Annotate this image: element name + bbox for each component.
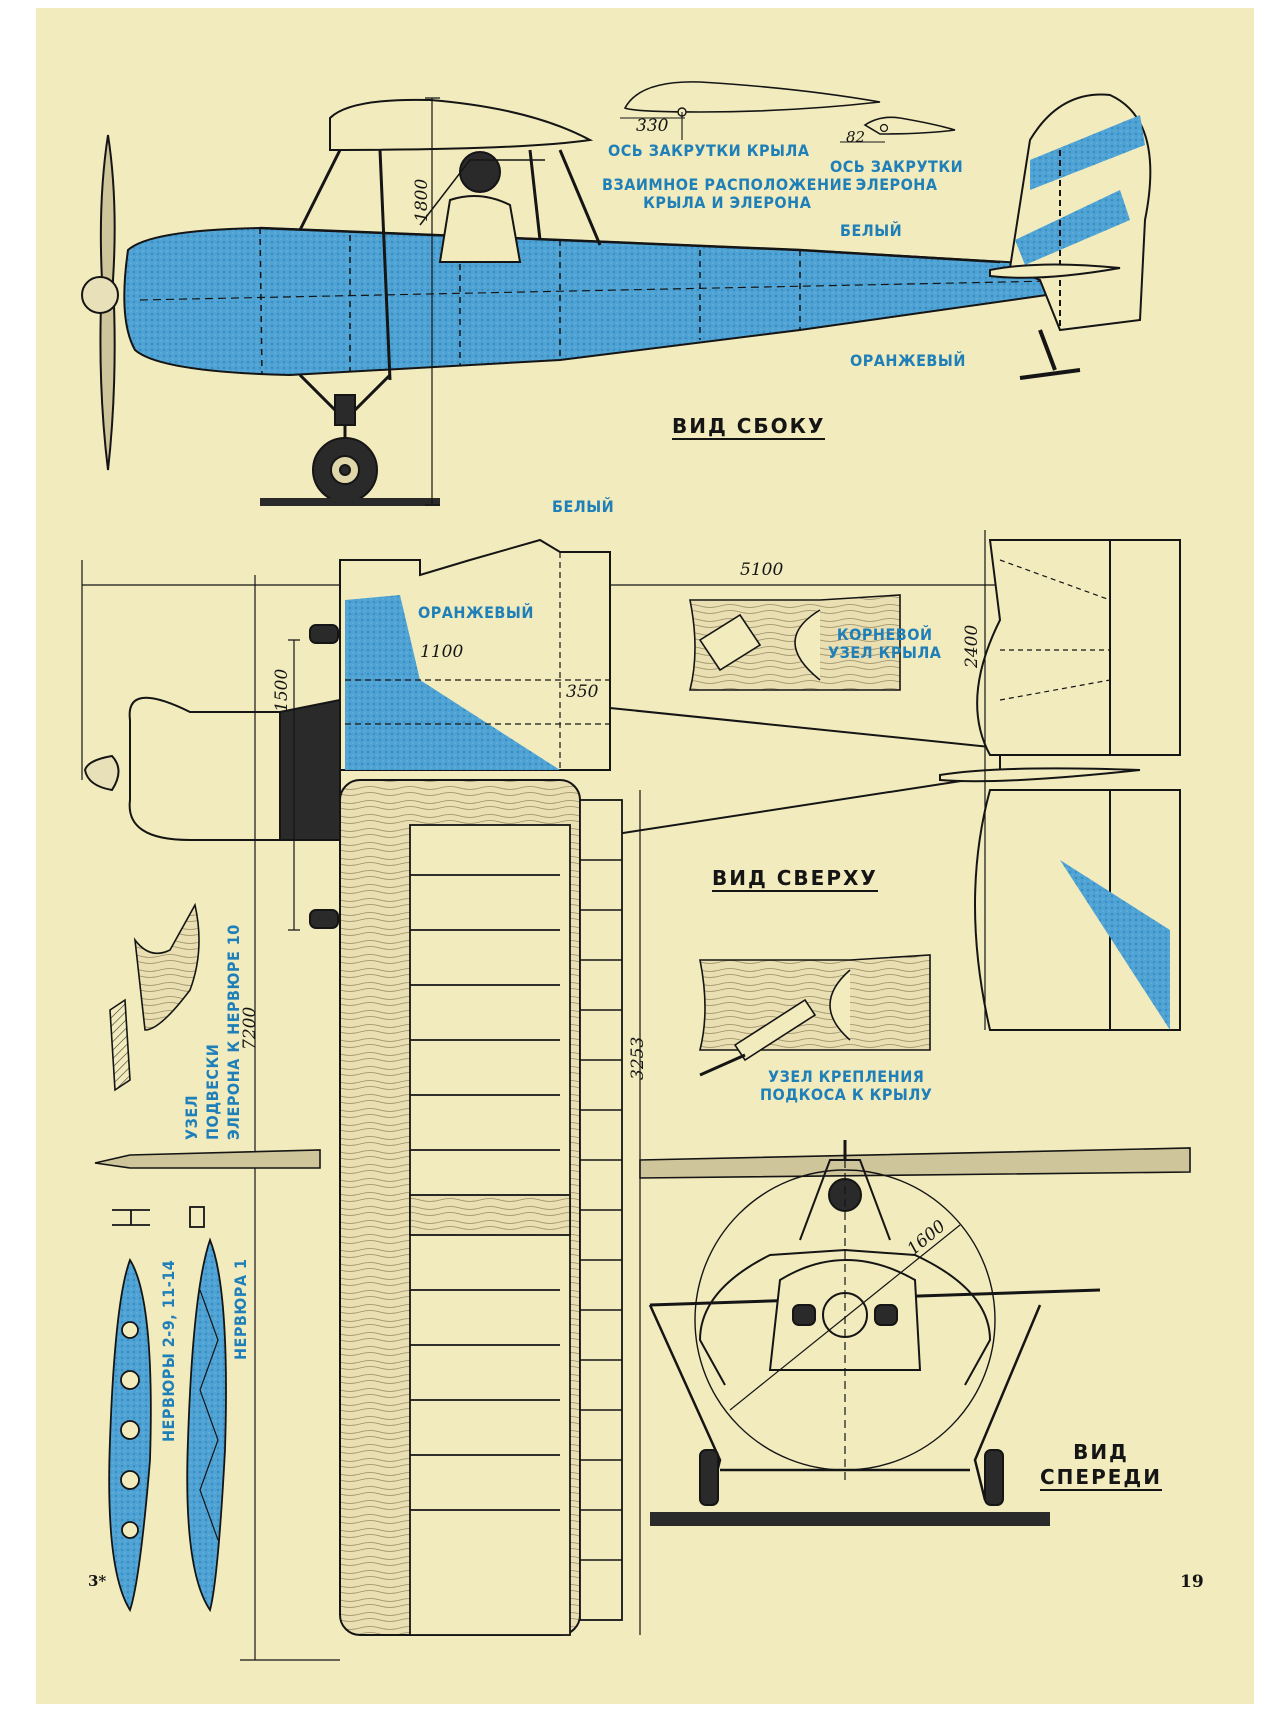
view-title-side: ВИД СБОКУ <box>672 414 826 440</box>
root-node-detail <box>688 594 901 691</box>
label-aileron-hinge: УЗЕЛ ПОДВЕСКИ ЭЛЕРОНА К НЕРВЮРЕ 10 <box>182 924 244 1140</box>
dim-1500: 1500 <box>272 668 292 712</box>
view-title-front: ВИД СПЕРЕДИ <box>1040 1440 1162 1491</box>
dim-1100: 1100 <box>420 642 464 662</box>
wing-airfoil <box>623 81 881 113</box>
page-left-marker: 3* <box>88 1572 107 1590</box>
pilot-head <box>459 151 501 193</box>
propeller-top <box>83 754 120 792</box>
label-white-side: БЕЛЫЙ <box>840 221 903 240</box>
dim-82: 82 <box>846 128 866 146</box>
pilot-body <box>438 195 522 263</box>
label-aileron-twist-axis-line1: ОСЬ ЗАКРУТКИ <box>830 157 964 176</box>
dim-3253: 3253 <box>628 1036 648 1080</box>
label-strut-mount-line2: ПОДКОСА К КРЫЛУ <box>760 1085 933 1105</box>
label-aileron-hinge-line3: ЭЛЕРОНА К НЕРВЮРЕ 10 <box>223 924 243 1140</box>
label-white-top: БЕЛЫЙ <box>552 497 615 516</box>
elevator-top <box>974 789 1111 1031</box>
view-title-front-line1: ВИД <box>1073 1440 1129 1464</box>
page-number: 19 <box>1180 1572 1204 1592</box>
dim-1800: 1800 <box>412 178 432 222</box>
label-mutual-position-line1: ВЗАИМНОЕ РАСПОЛОЖЕНИЕ <box>602 175 853 194</box>
label-rib-1: НЕРВЮРА 1 <box>231 1258 250 1360</box>
dim-5100: 5100 <box>740 560 784 580</box>
label-strut-mount: УЗЕЛ КРЕПЛЕНИЯ ПОДКОСА К КРЫЛУ <box>760 1067 933 1105</box>
view-title-top: ВИД СВЕРХУ <box>712 866 878 892</box>
dim-350: 350 <box>566 682 599 702</box>
label-orange-side: ОРАНЖЕВЫЙ <box>850 351 966 370</box>
label-strut-mount-line1: УЗЕЛ КРЕПЛЕНИЯ <box>768 1067 925 1086</box>
label-aileron-hinge-line1: УЗЕЛ <box>182 1094 201 1140</box>
strut-mount-detail <box>698 954 931 1077</box>
label-ribs-2-14: НЕРВЮРЫ 2-9, 11-14 <box>159 1259 178 1442</box>
label-aileron-twist-axis-line2: ЭЛЕРОНА <box>855 175 938 195</box>
rib-1 <box>186 1237 227 1613</box>
rib-sections <box>108 1206 227 1613</box>
label-mutual-position-line2: КРЫЛА И ЭЛЕРОНА <box>643 193 812 213</box>
label-aileron-twist-axis: ОСЬ ЗАКРУТКИ ЭЛЕРОНА <box>830 157 964 195</box>
label-root-node-line2: УЗЕЛ КРЫЛА <box>828 643 942 663</box>
aileron-hinge-detail <box>109 902 200 1092</box>
spinner-side <box>81 276 119 314</box>
label-aileron-hinge-line2: ПОДВЕСКИ <box>202 1043 222 1140</box>
label-orange-top: ОРАНЖЕВЫЙ <box>418 603 534 622</box>
dim-2400: 2400 <box>962 624 982 668</box>
spar-right <box>639 1147 1191 1179</box>
side-view <box>81 81 1152 506</box>
label-wing-twist-axis: ОСЬ ЗАКРУТКИ КРЫЛА <box>608 141 810 160</box>
dim-330: 330 <box>636 116 669 136</box>
spar-left <box>94 1149 321 1169</box>
top-view <box>81 530 1181 1661</box>
upper-wing-side <box>329 98 594 152</box>
cowling-top <box>128 696 281 841</box>
front-view <box>648 1140 1101 1526</box>
view-title-front-line2: СПЕРЕДИ <box>1040 1465 1162 1491</box>
label-mutual-position: ВЗАИМНОЕ РАСПОЛОЖЕНИЕ КРЫЛА И ЭЛЕРОНА <box>602 175 853 213</box>
aileron-airfoil <box>863 116 956 135</box>
stabilizer-top <box>976 539 1111 756</box>
label-root-node-line1: КОРНЕВОЙ <box>836 625 933 644</box>
fuselage-side <box>123 226 1111 377</box>
label-root-node: КОРНЕВОЙ УЗЕЛ КРЫЛА <box>828 625 942 663</box>
